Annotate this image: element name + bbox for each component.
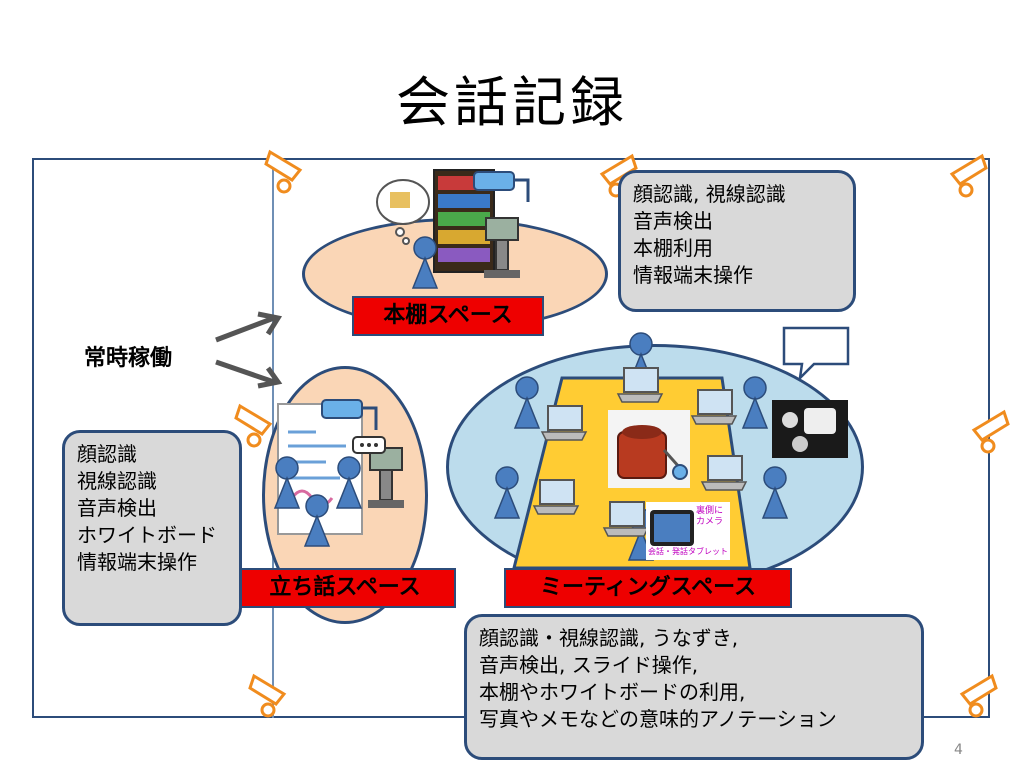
person-icon	[741, 376, 769, 429]
callout-line: 写真やメモなどの意味的アノテーション	[479, 707, 837, 731]
laptop-icon	[602, 501, 650, 537]
bookshelf-space-label: 本棚スペース	[352, 296, 544, 336]
camera-icon	[321, 399, 378, 430]
laptop-icon	[616, 367, 664, 403]
speech-bubble-icon	[352, 436, 386, 454]
standing-callout: 顔認識 視線認識 音声検出 ホワイトボード 情報端末操作	[62, 430, 242, 626]
always-on-label: 常時稼働	[84, 346, 173, 371]
tablet-note-line: カメラ	[696, 517, 724, 527]
tablet-device-icon	[646, 502, 730, 560]
callout-line: 視線認識	[77, 469, 157, 493]
callout-line: 顔認識, 視線認識	[633, 182, 786, 206]
person-icon	[493, 466, 521, 519]
laptop-icon	[690, 389, 738, 425]
person-icon	[761, 466, 789, 519]
security-camera-icon	[264, 149, 303, 194]
page-number: 4	[954, 742, 963, 758]
bookshelf-icon	[433, 169, 495, 273]
laptop-icon	[700, 455, 748, 491]
callout-line: ホワイトボード	[77, 523, 217, 547]
callout-line: 情報端末操作	[77, 550, 197, 574]
recording-device-icon	[608, 410, 690, 488]
person-icon	[273, 456, 301, 509]
laptop-icon	[540, 405, 588, 441]
thought-bubble-icon	[376, 179, 430, 245]
tablet-caption: 会話・発話タブレット	[648, 547, 728, 556]
meeting-callout: 顔認識・視線認識, うなずき, 音声検出, スライド操作, 本棚やホワイトボード…	[464, 614, 924, 760]
info-terminal-icon	[484, 217, 520, 278]
meeting-space-label: ミーティングスペース	[504, 568, 792, 608]
person-icon	[411, 236, 439, 289]
person-icon	[303, 494, 331, 547]
security-camera-icon	[949, 153, 988, 198]
security-camera-icon	[248, 673, 287, 718]
arrow-icon	[215, 311, 283, 389]
security-camera-icon	[234, 403, 273, 448]
callout-line: 顔認識・視線認識, うなずき,	[479, 626, 739, 650]
sensor-gadget-icon	[772, 400, 848, 458]
callout-line: 音声検出, スライド操作,	[479, 653, 699, 677]
callout-line: 顔認識	[77, 442, 137, 466]
standing-space-label: 立ち話スペース	[234, 568, 456, 608]
person-icon	[513, 376, 541, 429]
bookshelf-callout: 顔認識, 視線認識 音声検出 本棚利用 情報端末操作	[618, 170, 856, 312]
callout-line: 音声検出	[633, 209, 713, 233]
security-camera-icon	[959, 673, 998, 718]
callout-line: 情報端末操作	[633, 263, 753, 287]
callout-line: 本棚やホワイトボードの利用,	[479, 680, 746, 704]
callout-line: 本棚利用	[633, 236, 713, 260]
laptop-icon	[532, 479, 580, 515]
person-icon	[335, 456, 363, 509]
page-title: 会話記録	[396, 71, 628, 134]
callout-line: 音声検出	[77, 496, 157, 520]
camera-icon	[473, 171, 530, 202]
security-camera-icon	[971, 409, 1010, 454]
speech-bubble-icon	[782, 326, 850, 380]
tablet-note-line: 裏側に	[696, 506, 724, 516]
tablet-note: 裏側に カメラ	[696, 506, 723, 528]
